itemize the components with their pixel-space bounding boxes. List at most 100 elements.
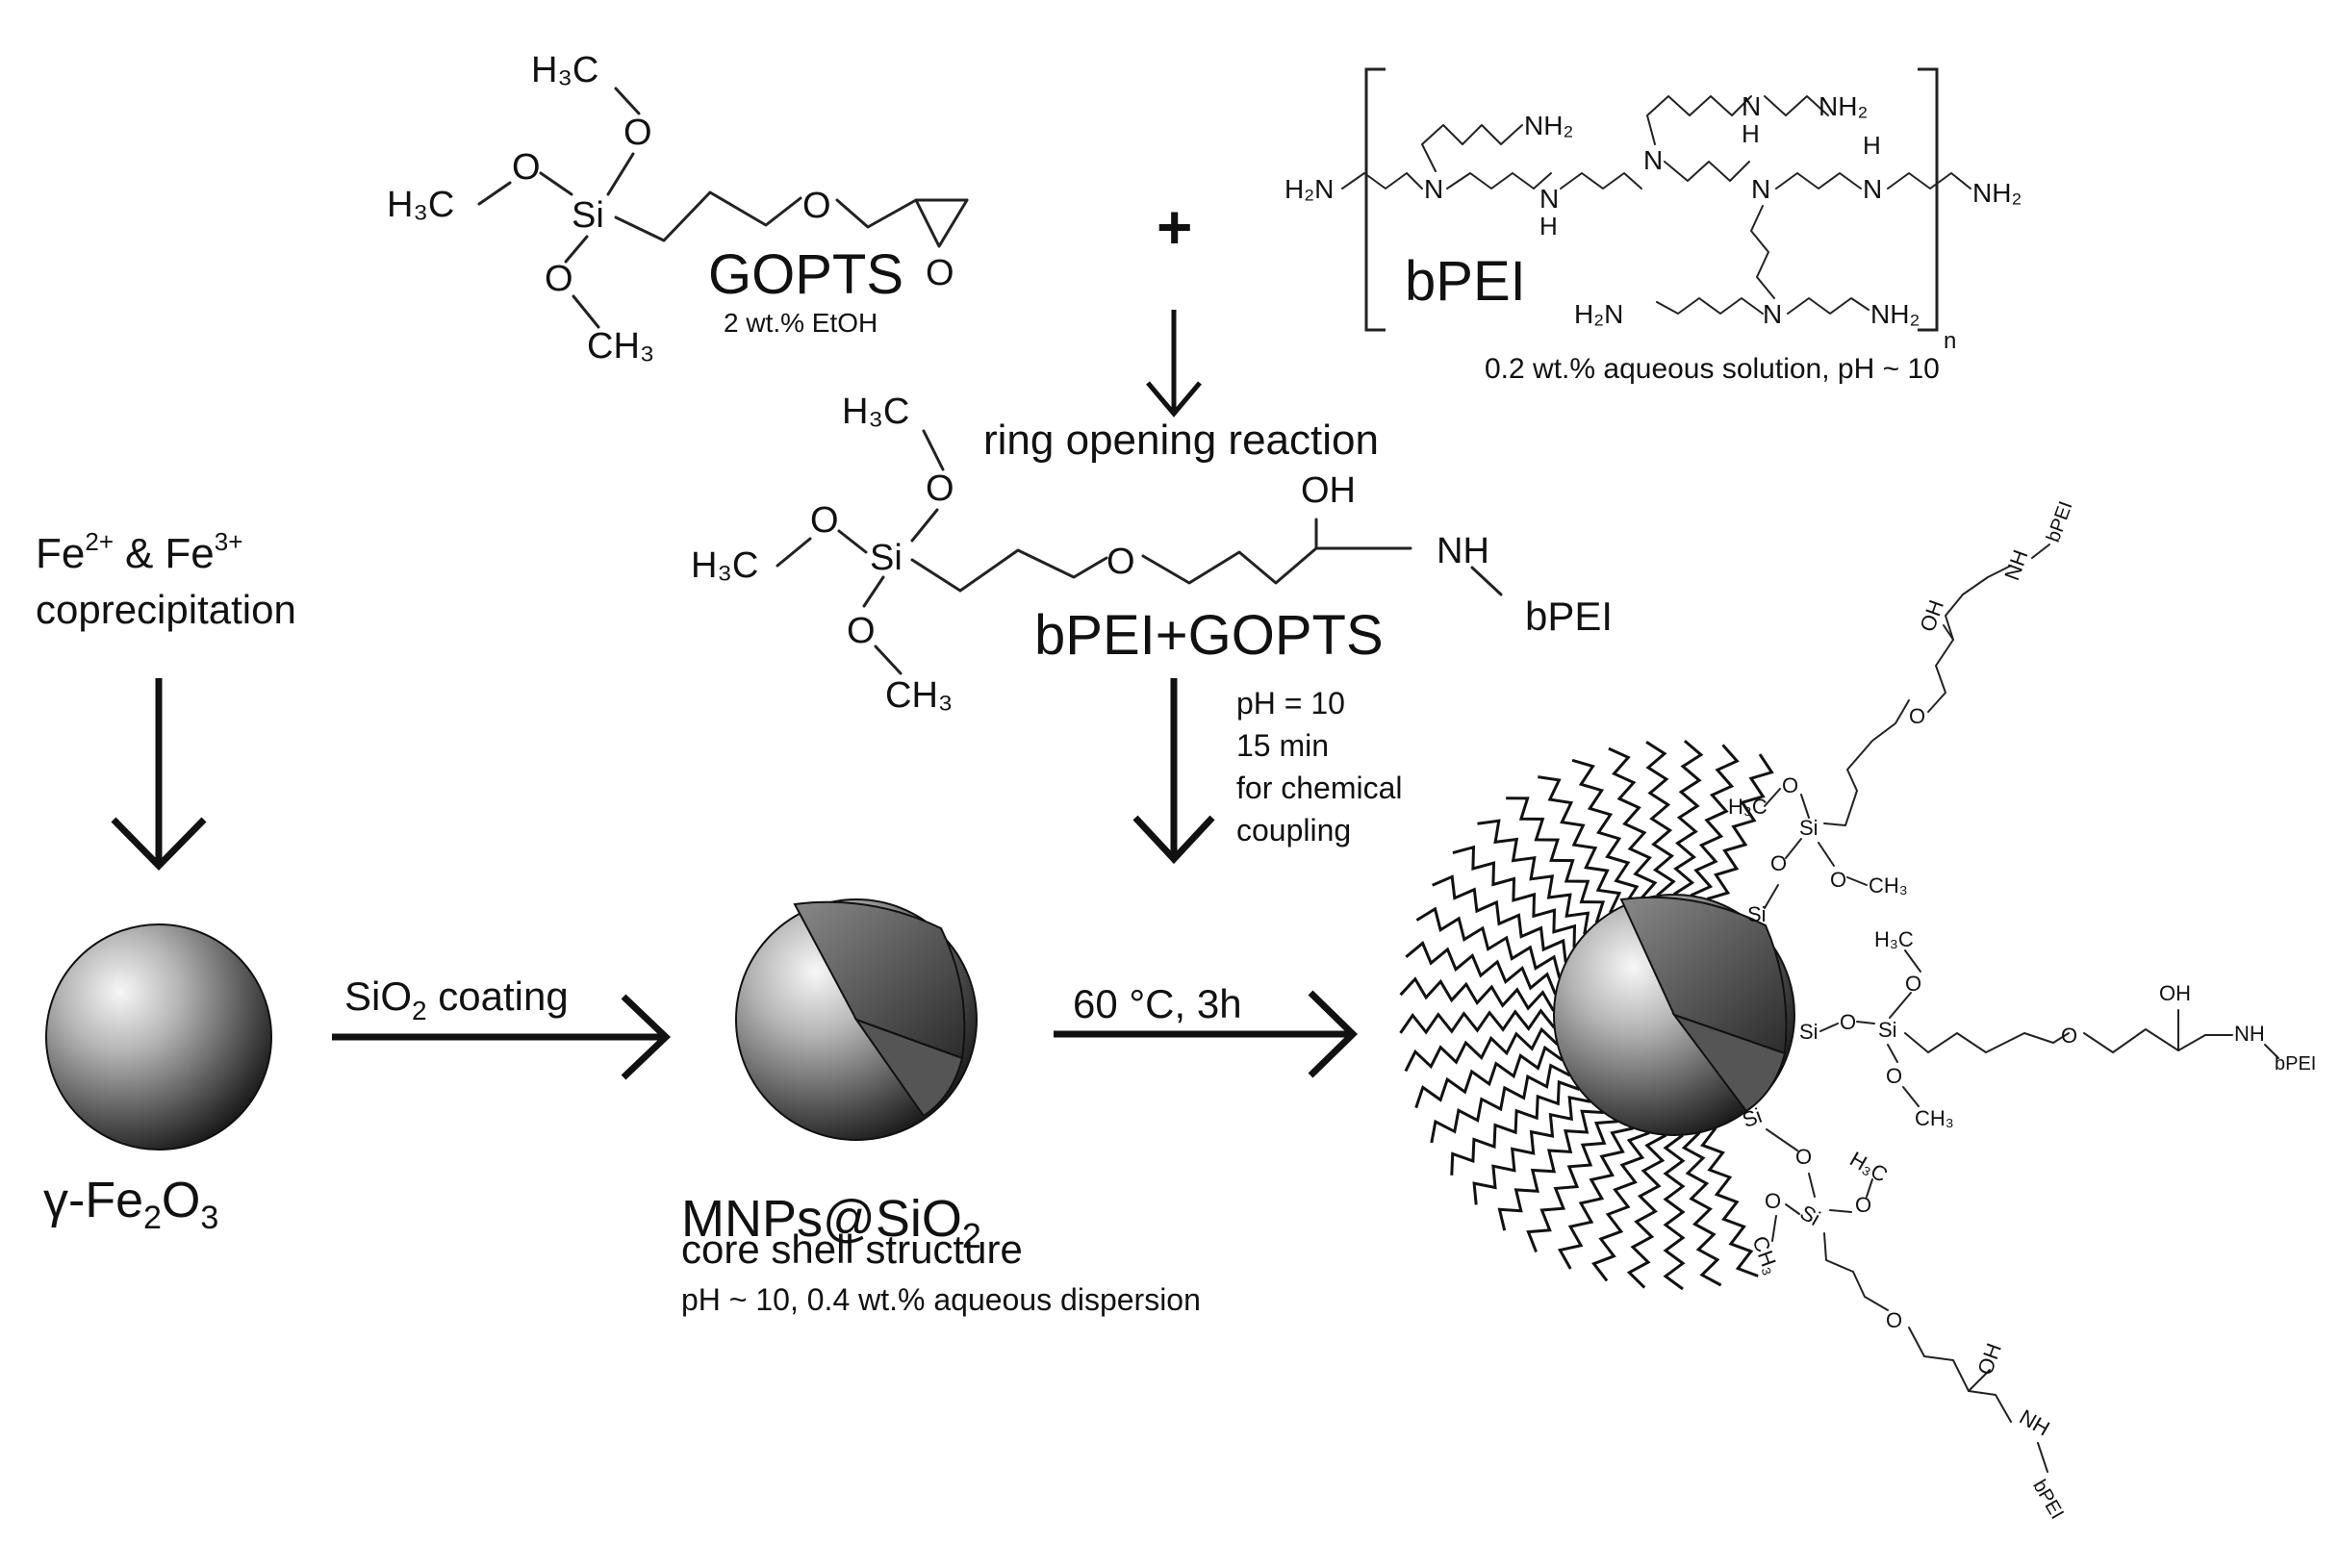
gopts-o-left: O	[512, 147, 541, 188]
polymer-chain	[1404, 1026, 1559, 1073]
polymer-chain	[1399, 976, 1555, 1012]
gopts-si: Si	[572, 195, 604, 236]
functionalized-nanoparticle	[1553, 894, 1795, 1136]
svg-text:NH: NH	[2016, 1404, 2054, 1441]
bpei-nh-1-h: H	[1539, 212, 1558, 240]
fe2-charge: 2+	[85, 527, 114, 556]
svg-text:Fe2+&Fe3+: Fe2+&Fe3+	[36, 527, 242, 577]
bpei-label: bPEI	[1405, 250, 1526, 313]
polymer-chain	[1557, 1126, 1634, 1270]
surface-silane-chains: Si O Si H₃C O O CH₃ O OH NH bPEI Si O Si…	[1728, 498, 2316, 1523]
bpei-gopts-product: H₃C O H₃C O Si O CH₃ O OH NH bPEI bPEI+G…	[691, 392, 1613, 716]
svg-text:O: O	[1905, 972, 1921, 996]
bpei-nh-1: N	[1539, 184, 1559, 214]
svg-text:O: O	[1886, 1064, 1902, 1088]
product-h3c-left: H₃C	[691, 545, 758, 586]
polymer-chain	[1399, 1008, 1556, 1035]
product-label: bPEI+GOPTS	[1034, 604, 1384, 667]
gopts-label: GOPTS	[708, 243, 903, 306]
arrow-to-coupling	[1132, 678, 1215, 865]
ampersand: &	[125, 530, 153, 577]
polymer-chain	[1430, 1063, 1571, 1144]
svg-text:O: O	[1795, 1145, 1812, 1169]
polymer-chain	[1477, 819, 1590, 935]
polymer-chain	[1472, 1096, 1591, 1205]
arrow-to-core	[111, 678, 207, 872]
polymer-chain	[1626, 1133, 1667, 1289]
svg-text:CH₃: CH₃	[1915, 1106, 1954, 1130]
gopts-o-top: O	[623, 113, 652, 153]
svg-text:O: O	[2061, 1024, 2077, 1048]
svg-text:Si: Si	[1878, 1018, 1897, 1042]
svg-text:OH: OH	[2159, 981, 2191, 1005]
product-o-ether: O	[1106, 542, 1135, 582]
fe2o3-label: γ-Fe2O3	[43, 1173, 218, 1236]
bpei-h2n-bottom: H₂N	[1574, 299, 1623, 329]
bpei-molecule: n H₂N N NH₂ N H N N H NH₂ N N H NH₂ N H₂…	[1284, 67, 2022, 385]
svg-text:bPEI: bPEI	[2275, 1053, 2316, 1075]
coupling-time: 15 min	[1236, 728, 1329, 763]
arrow-functionalization	[1054, 990, 1359, 1078]
polymer-chain	[1645, 741, 1676, 898]
mnps-structure: core shell structure	[681, 1227, 1023, 1272]
svg-text:Si: Si	[1799, 1020, 1819, 1044]
svg-text:NH: NH	[2234, 1022, 2265, 1046]
polymer-chain	[1681, 1131, 1722, 1287]
polymer-chain	[1526, 1120, 1618, 1253]
bpei-solution: 0.2 wt.% aqueous solution, pH ~ 10	[1485, 353, 1940, 385]
plus-sign: +	[1157, 192, 1192, 262]
polymer-chain	[1663, 1133, 1686, 1291]
coupling-conditions: pH = 10 15 min for chemical coupling	[1236, 686, 1403, 847]
polymer-chain	[1506, 797, 1606, 923]
product-h3c-top: H₃C	[842, 392, 909, 432]
product-si: Si	[870, 538, 903, 578]
svg-text:CH₃: CH₃	[1747, 1233, 1783, 1278]
svg-text:O: O	[1886, 1308, 1902, 1332]
svg-text:OH: OH	[1972, 1340, 2006, 1378]
fe2o3-nanoparticle	[45, 923, 272, 1151]
bpei-nh-3-h: H	[1863, 131, 1881, 160]
polymer-chain	[1706, 753, 1774, 900]
bpei-n1: N	[1424, 174, 1443, 204]
bpei-n3: N	[1751, 174, 1770, 204]
svg-text:O: O	[1770, 851, 1787, 875]
svg-text:bPEI: bPEI	[2028, 1477, 2068, 1524]
bpei-n4: N	[1763, 299, 1782, 329]
polymer-chain	[1591, 1131, 1650, 1282]
product-nh: NH	[1437, 531, 1489, 571]
mnps-dispersion: pH ~ 10, 0.4 wt.% aqueous dispersion	[681, 1282, 1201, 1317]
gopts-o-bottom: O	[545, 259, 573, 299]
bpei-n2: N	[1643, 145, 1663, 175]
svg-text:H₃C: H₃C	[1845, 1147, 1892, 1187]
bpei-n-subscript: n	[1944, 328, 1956, 354]
bpei-nh-2: N	[1742, 91, 1761, 121]
gopts-h3c-top: H₃C	[531, 50, 598, 90]
gopts-o-epoxide: O	[926, 253, 954, 293]
arrow-sio2-coating	[332, 994, 672, 1080]
bpei-nh2-top-left: NH₂	[1524, 111, 1573, 140]
bpei-h2n-left: H₂N	[1284, 174, 1334, 204]
fe2-symbol: Fe	[36, 530, 85, 577]
svg-text:O: O	[1765, 1189, 1781, 1213]
bpei-nh2-top-right: NH₂	[1819, 91, 1868, 121]
polymer-chain	[1452, 845, 1577, 948]
polymer-brush-chains	[1399, 739, 1774, 1291]
bpei-nh2-bottom: NH₂	[1870, 299, 1920, 329]
bpei-nh2-right: NH₂	[1972, 178, 2022, 208]
polymer-chain	[1672, 739, 1704, 896]
svg-text:CH₃: CH₃	[1869, 873, 1908, 898]
iron-precursor-label: Fe2+&Fe3+ coprecipitation	[36, 527, 296, 632]
bpei-nh-2-h: H	[1742, 119, 1760, 148]
svg-text:O: O	[1840, 1010, 1856, 1034]
svg-text:O: O	[1830, 868, 1846, 892]
fe3-symbol: Fe	[165, 530, 214, 577]
reaction-condition: 60 °C, 3h	[1073, 981, 1242, 1026]
svg-text:O: O	[1855, 1193, 1871, 1217]
product-oh: OH	[1301, 470, 1356, 511]
gopts-ch3: CH₃	[587, 326, 654, 367]
fe3-charge: 3+	[215, 527, 243, 556]
ring-opening-label: ring opening reaction	[983, 417, 1379, 464]
svg-text:Si: Si	[1799, 816, 1819, 840]
core-shell-nanoparticle	[735, 898, 978, 1141]
polymer-chain	[1450, 1079, 1580, 1176]
